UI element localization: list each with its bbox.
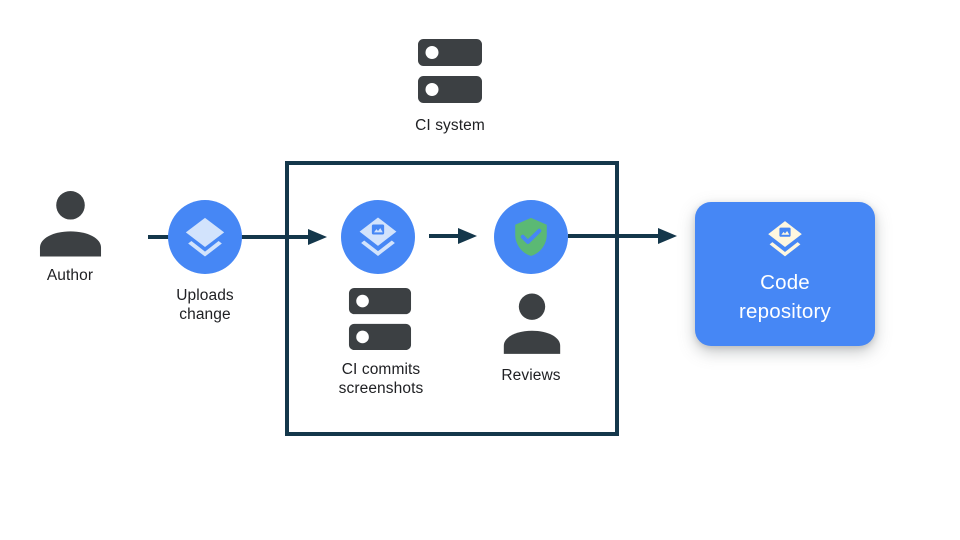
uploads-change-node <box>168 200 242 274</box>
ci-commits-servers <box>348 287 412 356</box>
author-label: Author <box>46 267 94 284</box>
reviews-person <box>502 290 562 361</box>
author-node <box>38 188 103 263</box>
reviews-label: Reviews <box>501 367 561 384</box>
ci-process-box <box>285 161 619 436</box>
person-icon <box>39 190 102 257</box>
ci-commits-node <box>341 200 415 274</box>
server-stack-icon <box>418 39 482 103</box>
uploads-change-label: Uploads change <box>176 287 234 323</box>
person-icon <box>503 293 561 354</box>
code-repository-card: Code repository <box>695 202 875 346</box>
ci-system-label: CI system <box>415 117 485 134</box>
layers-screenshot-icon <box>359 217 397 256</box>
ci-system-node <box>417 38 483 109</box>
layers-screenshot-icon <box>768 221 802 257</box>
ci-commits-label: CI commits screenshots <box>338 361 424 397</box>
server-stack-icon <box>348 287 412 351</box>
layers-icon <box>185 217 225 257</box>
reviews-node <box>494 200 568 274</box>
code-repository-label: Code repository <box>738 271 831 323</box>
shield-check-icon <box>515 217 547 256</box>
